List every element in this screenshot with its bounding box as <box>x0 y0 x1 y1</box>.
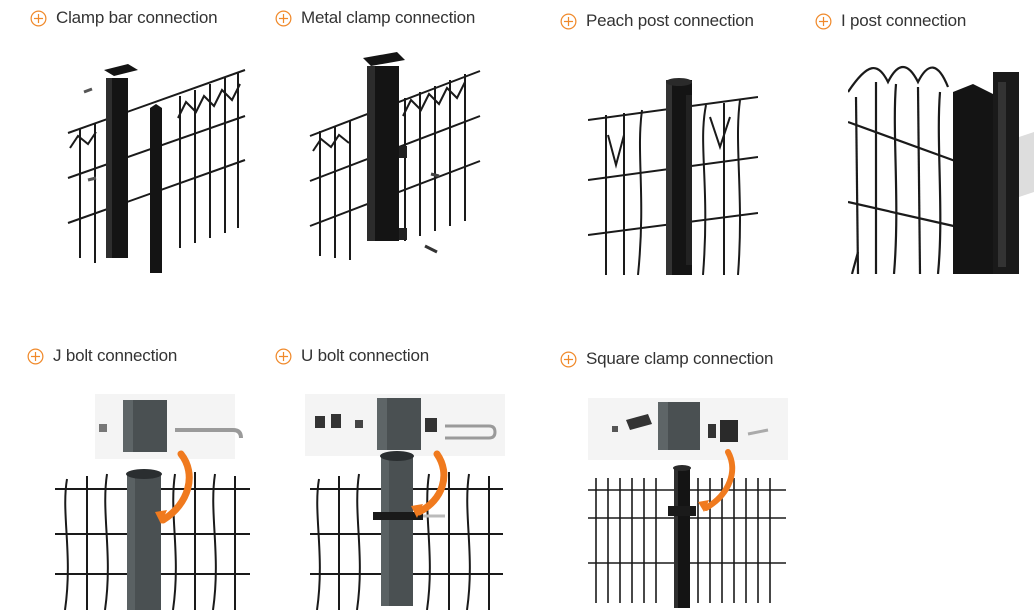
connection-label: Clamp bar connection <box>30 8 218 28</box>
connection-label-text: U bolt connection <box>301 346 429 365</box>
connection-label-text: J bolt connection <box>53 346 178 365</box>
j-bolt-illustration <box>55 394 255 610</box>
connection-label: J bolt connection <box>27 346 177 366</box>
plus-circle-icon <box>275 348 292 365</box>
connection-label: Peach post connection <box>560 11 754 31</box>
square-clamp-illustration <box>588 398 788 608</box>
plus-circle-icon <box>275 10 292 27</box>
plus-circle-icon <box>815 13 832 30</box>
i-post-illustration <box>848 52 1034 274</box>
peach-post-illustration <box>588 75 758 275</box>
plus-circle-icon <box>30 10 47 27</box>
connection-label-text: I post connection <box>841 11 967 30</box>
connection-label: I post connection <box>815 11 966 31</box>
connection-label: U bolt connection <box>275 346 429 366</box>
connection-label-text: Square clamp connection <box>586 349 774 368</box>
plus-circle-icon <box>27 348 44 365</box>
connection-label: Square clamp connection <box>560 349 773 369</box>
plus-circle-icon <box>560 351 577 368</box>
u-bolt-illustration <box>305 394 505 610</box>
connection-label-text: Metal clamp connection <box>301 8 476 27</box>
metal-clamp-illustration <box>305 46 485 271</box>
connection-label-text: Peach post connection <box>586 11 754 30</box>
clamp-bar-illustration <box>60 48 250 273</box>
plus-circle-icon <box>560 13 577 30</box>
connection-label: Metal clamp connection <box>275 8 475 28</box>
connection-label-text: Clamp bar connection <box>56 8 218 27</box>
